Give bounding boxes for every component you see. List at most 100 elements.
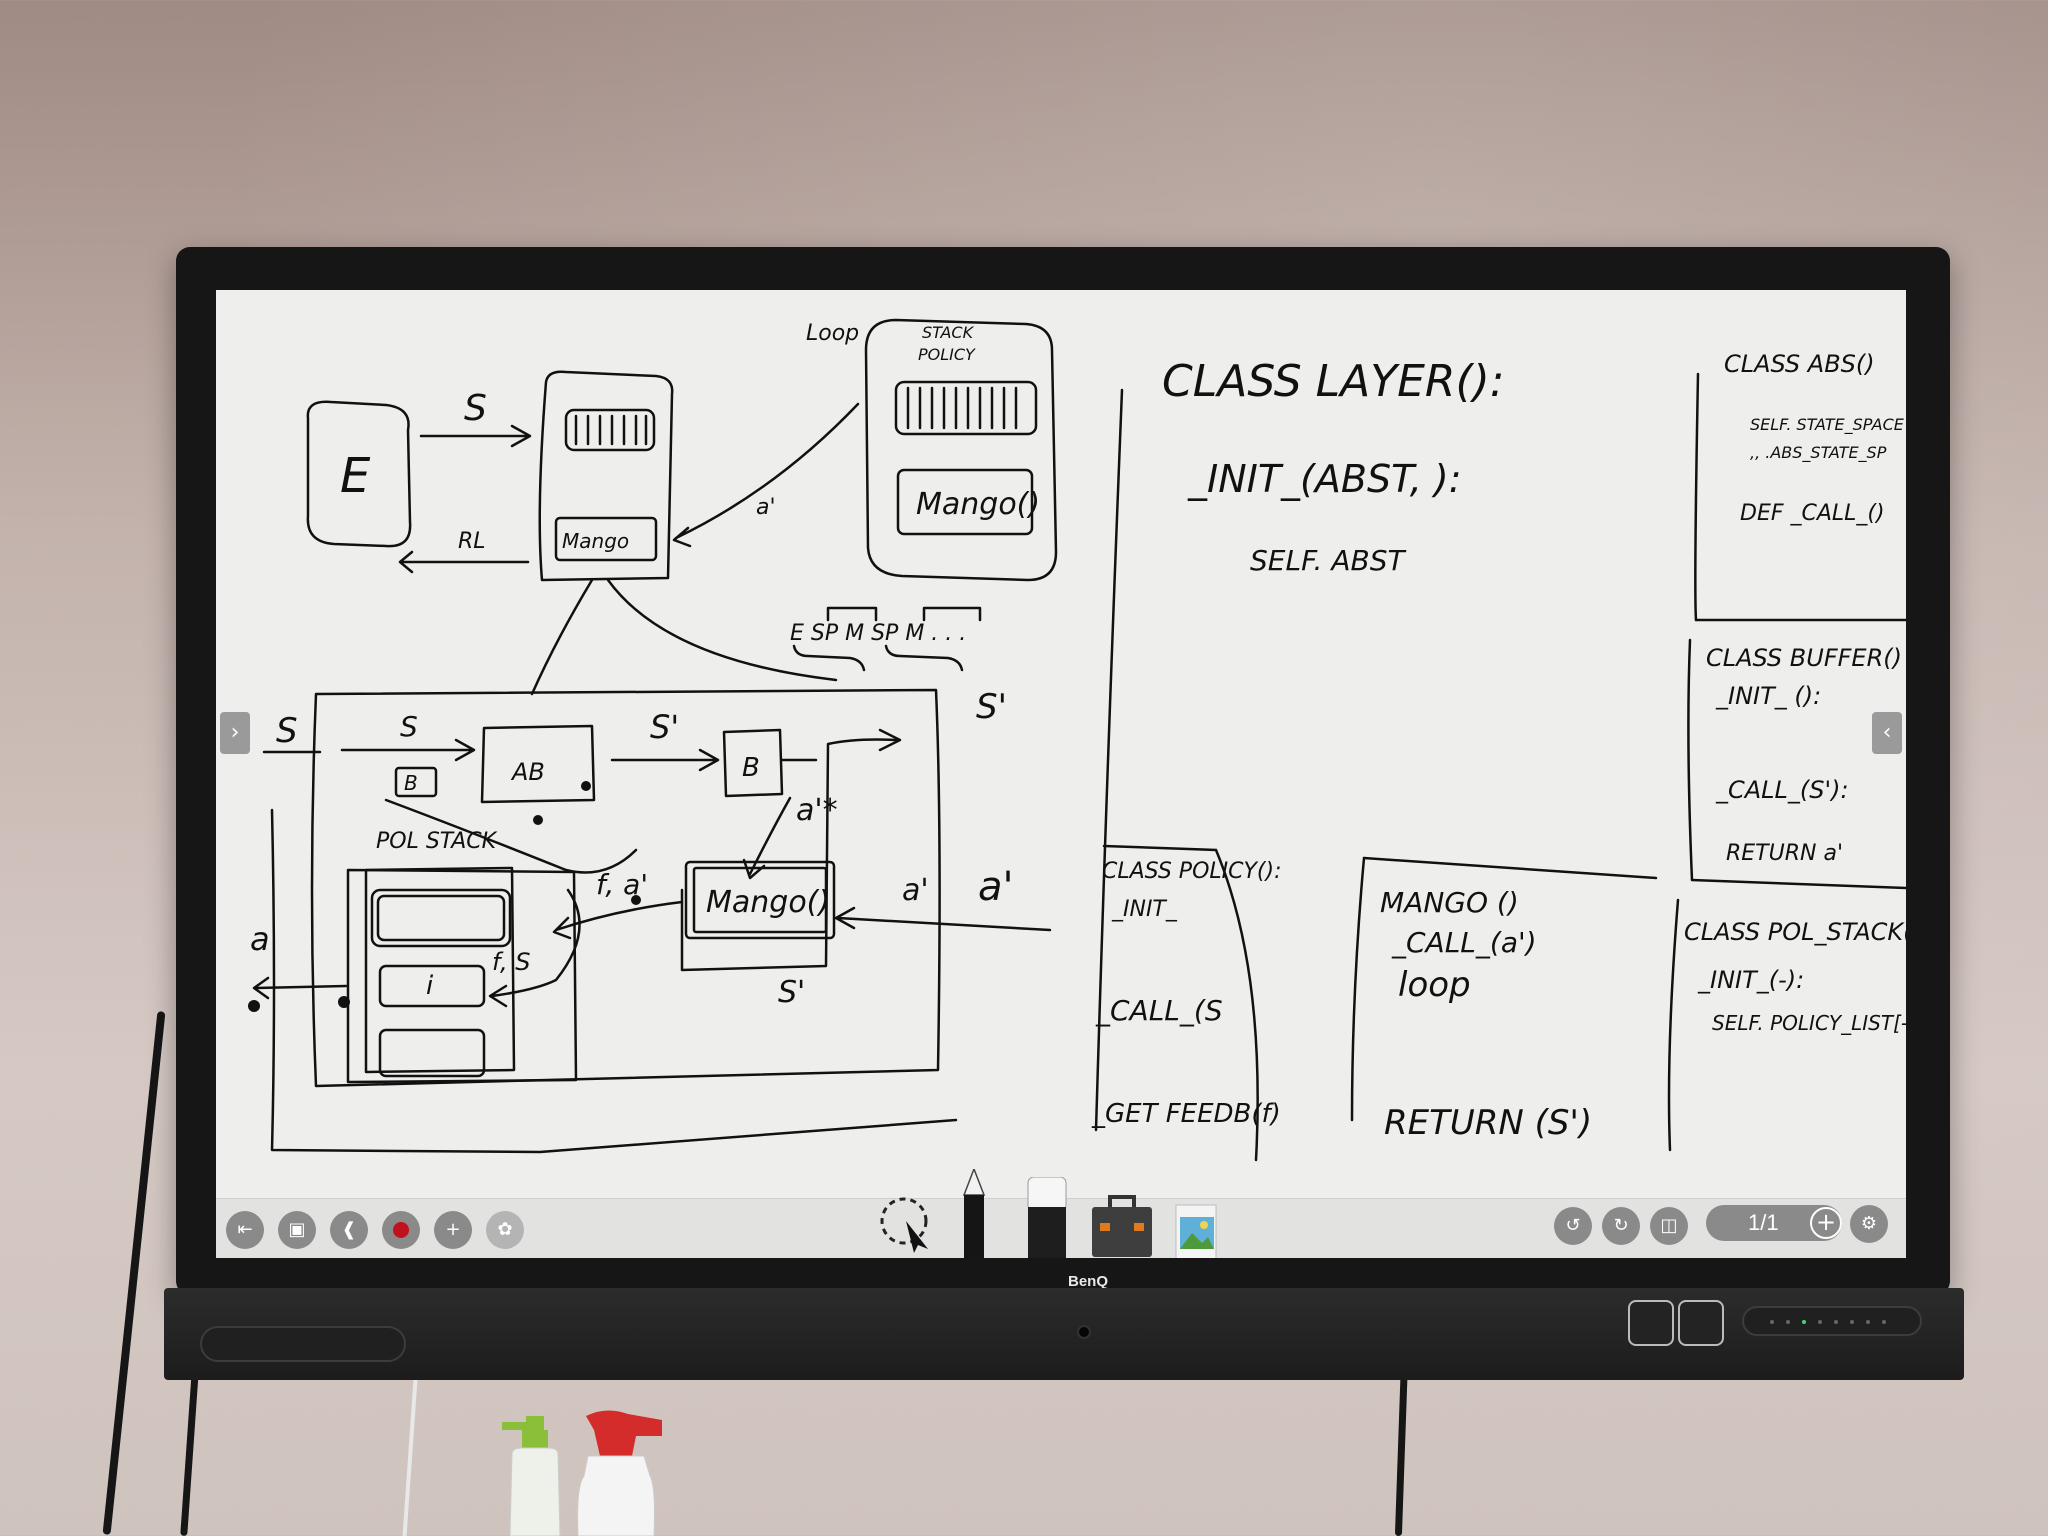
pol-stack-slot-1b [376, 894, 506, 942]
divider-1 [1094, 388, 1124, 1132]
divider-5 [1690, 878, 1906, 890]
divider-9 [1350, 856, 1366, 1122]
code-policy-4: _GET FEEDB(f) [1091, 1099, 1281, 1129]
out-s-prime-label: S' [976, 687, 1007, 727]
dot-5 [248, 1000, 260, 1012]
system-outer-box-2 [270, 808, 958, 1154]
code-layer-2: _INIT_(ABST, ): [1187, 457, 1462, 501]
arrow-rl-label: RL [458, 529, 486, 554]
mango-label: Mango() [706, 885, 830, 920]
sequence-label: E SP M SP M . . . [790, 621, 966, 646]
toolbox-tool[interactable] [1090, 1195, 1154, 1258]
undo-icon[interactable]: ↺ [1554, 1207, 1592, 1245]
env-box [306, 400, 412, 548]
camera [1077, 1325, 1091, 1339]
code-polstack-3: SELF. POLICY_LIST[-] [1712, 1011, 1906, 1035]
led [1866, 1320, 1870, 1324]
zoom-line-left [530, 578, 594, 696]
add-user-icon[interactable]: + [434, 1211, 472, 1249]
code-abs-1: CLASS ABS() [1724, 350, 1875, 378]
code-layer-1: CLASS LAYER(): [1162, 356, 1505, 407]
pol-stack-label: POL STACK [376, 829, 498, 854]
led-active [1802, 1320, 1806, 1324]
more-apps-icon[interactable]: ✿ [486, 1211, 524, 1249]
stack-buffer [894, 380, 1038, 436]
whiteboard-canvas[interactable]: E S RL Mango Loop STACK POLICY Mango() a… [216, 290, 1906, 1258]
add-page-icon[interactable]: + [1810, 1207, 1842, 1239]
a-star-label: a'* [796, 793, 838, 828]
stack-mango-box [896, 468, 1034, 536]
dot-1 [581, 781, 591, 791]
eye-care-button[interactable] [1628, 1300, 1674, 1346]
whiteboard-toolbar: ⇤ ▣ ❰ + ✿ ↺ ↻ ◫ [216, 1169, 1906, 1258]
code-buffer-1: CLASS BUFFER() [1706, 644, 1902, 672]
pol-stack-slot-1 [370, 888, 512, 948]
code-policy-2: _INIT_ [1111, 897, 1178, 922]
ab-box [480, 724, 596, 804]
dot-2 [533, 815, 543, 825]
exit-icon[interactable]: ⇤ [226, 1211, 264, 1249]
led [1850, 1320, 1854, 1324]
light-button[interactable] [1678, 1300, 1724, 1346]
code-mango-2: _CALL_(a') [1391, 926, 1537, 959]
code-buffer-3: _CALL_(S'): [1715, 776, 1849, 804]
image-tool[interactable] [1174, 1203, 1224, 1258]
b-box [722, 728, 784, 798]
code-mango-3: loop [1398, 965, 1471, 1005]
page-view-icon[interactable]: ◫ [1650, 1207, 1688, 1245]
divider-6 [1667, 898, 1680, 1152]
save-icon[interactable]: ▣ [278, 1211, 316, 1249]
whiteboard-screen[interactable]: E S RL Mango Loop STACK POLICY Mango() a… [216, 290, 1906, 1258]
sequence-braces [792, 606, 982, 672]
code-buffer-2: _INIT_ (): [1715, 682, 1821, 710]
arrow-a-label: a' [756, 495, 776, 520]
zoom-line-right [606, 578, 838, 682]
right-panel-toggle[interactable]: ‹ [1872, 712, 1902, 754]
led [1882, 1320, 1886, 1324]
code-abs-4: DEF _CALL_() [1740, 501, 1885, 526]
led [1818, 1320, 1822, 1324]
record-icon[interactable] [382, 1211, 420, 1249]
loop-note: Loop [806, 321, 859, 346]
stack-buffer-bars [906, 386, 1018, 430]
a-prime-label-1: a' [902, 873, 929, 908]
select-tool[interactable] [880, 1195, 936, 1255]
f-a-label: f, a' [596, 868, 648, 901]
divider-8 [1362, 856, 1658, 880]
pol-stack-slot-2 [378, 964, 486, 1008]
stack-policy-box [864, 318, 1058, 582]
mango-main-box [684, 860, 836, 940]
eraser-tool[interactable] [1026, 1177, 1068, 1258]
arrow-a-to-mango [834, 906, 1052, 932]
settings-icon[interactable]: ⚙ [1850, 1205, 1888, 1243]
arrow-rl [398, 550, 530, 574]
ab-label: AB [510, 758, 545, 786]
out-a-label: a [250, 920, 270, 958]
page-indicator-text: 1/1 [1748, 1210, 1779, 1235]
share-icon[interactable]: ❰ [330, 1211, 368, 1249]
b-label: B [742, 753, 760, 783]
i-label: i [426, 971, 434, 1001]
code-policy-1: CLASS POLICY(): [1102, 859, 1282, 884]
divider-7 [1102, 844, 1259, 1162]
spray-bottle [577, 1410, 662, 1536]
agent-box [538, 370, 674, 582]
arrow-s-prime [610, 748, 720, 772]
pen-tool[interactable] [962, 1169, 986, 1258]
code-buffer-4: RETURN a' [1726, 841, 1843, 866]
pol-stack-inner [364, 866, 516, 1074]
led [1834, 1320, 1838, 1324]
front-ports [200, 1326, 406, 1362]
b-small-box [394, 766, 438, 798]
pol-stack-box [346, 868, 578, 1084]
agent-mango-label: Mango [562, 529, 629, 553]
divider-2 [1694, 372, 1700, 622]
loop-box [680, 728, 902, 972]
dot-3 [631, 895, 641, 905]
led [1770, 1320, 1774, 1324]
left-panel-toggle[interactable]: › [220, 712, 250, 754]
env-label: E [340, 448, 371, 504]
input-s-label: S [276, 711, 298, 751]
arrow-feedback-f-a [552, 900, 684, 940]
redo-icon[interactable]: ↻ [1602, 1207, 1640, 1245]
